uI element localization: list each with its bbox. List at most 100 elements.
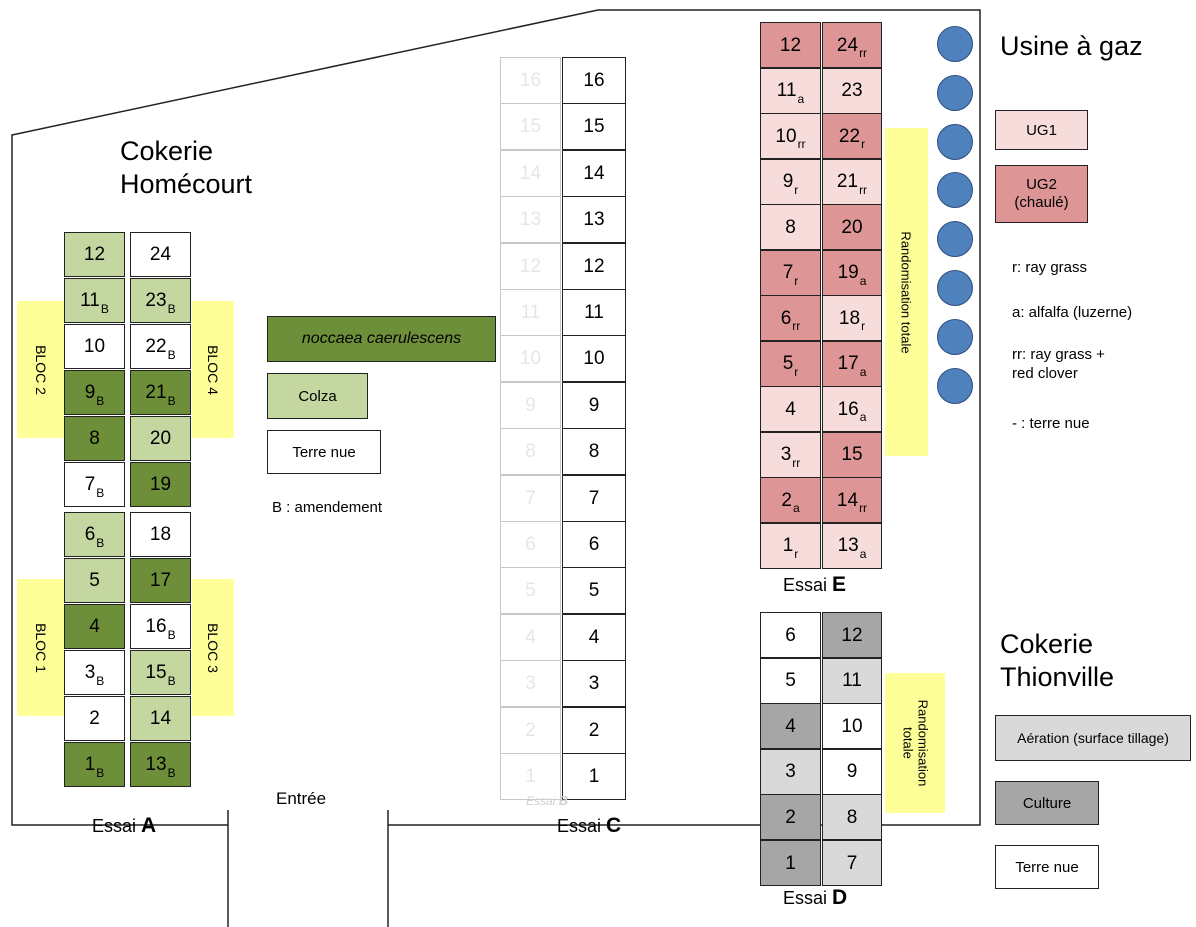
legend-d-terre-nue: Terre nue [995,845,1099,889]
plot-number: 8 [785,216,796,238]
essai-d-label: Essai D [783,886,848,909]
essai-b-plot: 6 [500,521,561,568]
bloc-4-band: BLOC 4 [192,301,234,438]
plot-treatment-code: B [96,393,105,408]
essai-b-plot: 16 [500,57,561,104]
plot-number: 9 [782,171,794,192]
randomisation-e-label: Randomisation totale [899,230,915,354]
plot-number: 9 [846,761,858,783]
plot-number: 1 [785,852,796,874]
plot-treatment-code: B [96,765,105,780]
plot-treatment-code: r [794,364,799,379]
randomisation-d-band: Randomisation totale [885,673,945,813]
plot-number: 2 [785,806,796,828]
plot-treatment-code: rr [792,319,801,333]
essai-b-plot: 4 [500,613,561,661]
essai-c-plot: 14 [562,149,626,197]
plot-number: 5 [89,570,100,591]
plot-number: 7 [84,474,96,495]
essai-a-plot: 17 [130,558,191,603]
legend-ug2-line2: (chaulé) [1014,194,1069,211]
legend-rr-line1: rr: ray grass + [1012,346,1105,363]
essai-b-plot: 13 [500,196,561,244]
bloc-3-label: BLOC 3 [205,622,221,673]
essai-a-plot: 14 [130,696,191,741]
plot-number: 8 [846,806,858,828]
plot-number: 1 [782,535,794,556]
plot-number: 12 [779,34,802,56]
plot-number: 12 [841,624,863,646]
plot-number: 15 [841,444,863,465]
plot-number: 14 [149,708,172,729]
essai-c-plot: 10 [562,335,626,383]
essai-b-plot: 8 [500,428,561,476]
plot-number: 24 [149,244,172,265]
essai-b-plot: 3 [500,660,561,708]
essai-b-plot: 5 [500,567,561,615]
plot-treatment-code: r [794,182,799,197]
plot-number: 10 [841,715,863,737]
bloc-4-label: BLOC 4 [205,344,221,395]
plot-number: 20 [841,216,863,238]
plot-treatment-code: B [167,301,176,316]
essai-a-plot: 10 [64,324,125,369]
essai-a-plot: 18 [130,512,191,557]
essai-d-plot: 1 [760,840,821,886]
plot-number: 8 [89,428,100,449]
plot-number: 22 [838,125,861,147]
plot-treatment-code: a [859,546,867,561]
plot-number: 6 [780,307,792,329]
legend-r: r: ray grass [1012,259,1088,276]
plot-treatment-code: rr [859,501,868,515]
essai-e-plot: 12 [760,22,821,68]
essai-b-plot: 12 [500,242,561,290]
essai-c-plot: 9 [562,381,626,429]
plot-number: 17 [837,353,859,374]
plot-number: 22 [145,336,167,357]
essai-d-plot: 9 [822,748,882,795]
gas-marker-circle [937,74,973,111]
legend-aeration: Aération (surface tillage) [995,715,1191,761]
essai-b-plot: 14 [500,149,561,197]
plot-treatment-code: B [167,627,176,642]
essai-d-plot: 6 [760,612,821,658]
essai-b-plot: 10 [500,335,561,383]
plot-number: 21 [836,171,859,192]
legend-amendement: B : amendement [272,499,383,516]
plot-treatment-code: r [794,546,799,561]
plot-number: 10 [83,336,106,357]
legend-culture: Culture [995,781,1099,825]
bloc-1-band: BLOC 1 [17,579,64,716]
essai-c-plot: 2 [562,706,626,754]
plot-number: 5 [785,670,796,692]
plot-number: 24 [836,34,859,56]
plot-treatment-code: rr [792,455,801,470]
plot-number: 20 [149,428,172,449]
essai-b-plot: 7 [500,474,561,522]
plot-number: 2 [89,708,100,729]
essai-a-plot: 2 [64,696,125,741]
essai-e-plot: 20 [822,204,882,250]
essai-b-label: Essai B [526,793,569,808]
plot-number: 23 [145,290,167,311]
essai-e-label: Essai E [783,573,847,596]
gas-marker-circle [937,26,973,62]
essai-b-plot: 2 [500,706,561,754]
legend-a: a: alfalfa (luzerne) [1012,304,1133,321]
plot-number: 10 [775,125,797,147]
plot-number: 23 [841,80,863,101]
essai-b-plot: 11 [500,289,561,336]
plot-number: 11 [776,80,797,101]
plot-number: 11 [842,670,862,692]
plot-treatment-code: rr [859,46,868,60]
essai-a-plot: 8 [64,416,125,461]
